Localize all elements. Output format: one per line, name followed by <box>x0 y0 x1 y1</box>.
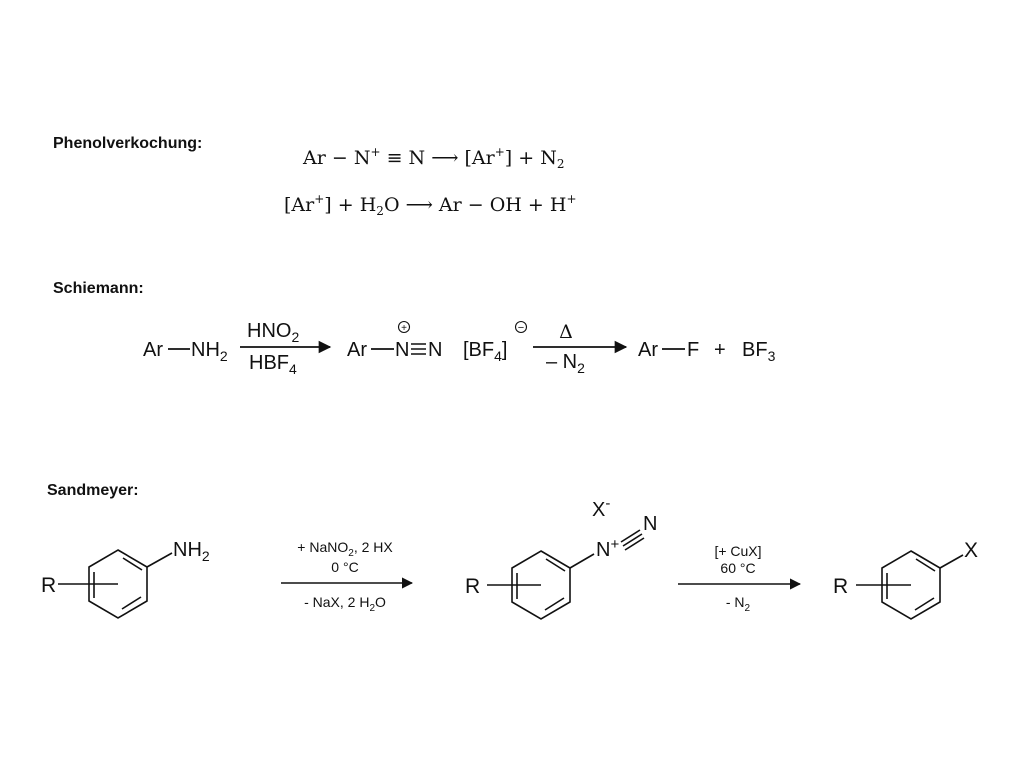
sandmeyer-n-plus: N+ <box>596 536 619 561</box>
sandmeyer-step1-byproducts: - NaX, 2 H2O <box>304 594 386 614</box>
sandmeyer-step2-catalyst: [+ CuX] <box>714 543 761 559</box>
heading-phenolverkochung: Phenolverkochung: <box>53 135 203 152</box>
schiemann-condition-heat: Δ <box>559 321 573 343</box>
schiemann-product-f: F <box>687 339 699 361</box>
heading-schiemann: Schiemann: <box>53 280 144 297</box>
sandmeyer-r1: R <box>41 574 56 597</box>
schiemann-plus: + <box>714 339 726 361</box>
schiemann-intermediate-ar: Ar <box>347 339 367 361</box>
schiemann-condition-n2: – N2 <box>546 351 585 376</box>
schiemann-product-ar: Ar <box>638 339 658 361</box>
negative-charge: − <box>518 322 524 334</box>
heading-sandmeyer: Sandmeyer: <box>47 482 139 499</box>
sandmeyer-step2-temp: 60 °C <box>720 560 755 576</box>
sandmeyer-counterion-x: X- <box>592 495 610 521</box>
sandmeyer-r2: R <box>465 575 480 598</box>
sandmeyer-nh2: NH2 <box>173 539 210 564</box>
schiemann-intermediate-n1: N <box>395 339 409 361</box>
benzene-ring-product <box>856 550 964 620</box>
sandmeyer-step2-byproduct: - N2 <box>726 594 751 614</box>
benzene-ring-diazonium <box>487 529 645 620</box>
sandmeyer-n-terminal: N <box>643 513 657 535</box>
sandmeyer-step1-reagents: + NaNO2, 2 HX <box>297 539 393 559</box>
schiemann-intermediate-n2: N <box>428 339 442 361</box>
positive-charge-circle <box>397 320 411 334</box>
positive-charge: + <box>401 323 407 334</box>
phenol-equation-2: [Ar+] + H2O ⟶ Ar − OH + H+ <box>284 192 577 218</box>
schiemann-reagent-bottom: HBF4 <box>249 352 297 377</box>
negative-charge-circle <box>514 320 528 334</box>
benzene-ring-aniline <box>58 549 173 619</box>
schiemann-byproduct: BF3 <box>742 339 776 364</box>
schiemann-reactant-nh2: NH2 <box>191 339 228 364</box>
schiemann-counterion: [BF4] <box>463 339 507 364</box>
schiemann-reactant-ar: Ar <box>143 339 163 361</box>
sandmeyer-x-product: X <box>964 539 978 562</box>
sandmeyer-r3: R <box>833 575 848 598</box>
phenol-equation-1: Ar − N+ ≡ N ⟶ [Ar+] + N2 <box>303 145 565 171</box>
sandmeyer-step1-temp: 0 °C <box>331 559 358 575</box>
schiemann-reagent-top: HNO2 <box>247 320 299 345</box>
